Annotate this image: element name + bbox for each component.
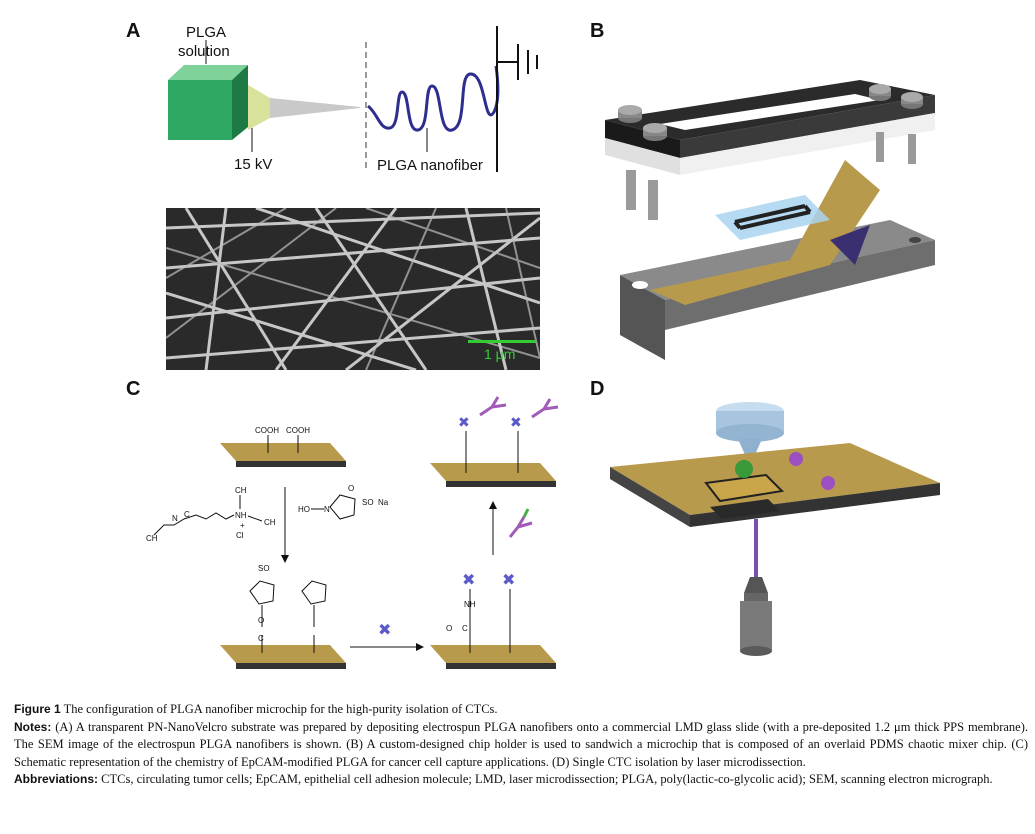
nhs-n: N [324,505,330,514]
nanofiber-substrate [650,160,880,305]
edc-cl: Cl [236,531,244,540]
panel-c-label: C [126,378,141,400]
lower-objective-icon [740,577,772,656]
edc-plus: + [240,521,245,530]
ester-1 [249,580,275,653]
syringe-block [168,65,248,140]
edc-c: C [184,510,190,519]
screw-icon [618,84,923,220]
edc-nh: NH [235,511,247,520]
plga-solution-label-line1: PLGA [186,24,227,41]
holder-top-frame [605,80,935,175]
ester-c: C [258,634,264,643]
abbrev-label: Abbreviations: [14,772,99,786]
notes-label: Notes: [14,719,52,734]
antibody-icon [479,396,559,538]
nhs-ho: HO [298,505,310,514]
cooh-label-2: COOH [286,426,310,435]
substrate-tile [220,443,556,669]
cooh-label-1: COOH [255,426,279,435]
notes-text: (A) A transparent PN-NanoVelcro substrat… [14,719,1028,769]
figure-title: The configuration of PLGA nanofiber micr… [63,702,498,716]
svg-text:✖: ✖ [462,572,475,589]
amide-c: C [462,624,468,633]
pdms-chip [715,195,830,240]
panel-a-label: A [126,20,141,42]
nhs-o: O [348,484,354,493]
svg-text:✖: ✖ [458,414,470,430]
caption-abbreviations: Abbreviations: CTCs, circulating tumor c… [14,771,1028,789]
nanofiber-coil [366,65,500,132]
objective-lens-icon [716,402,784,457]
ground-icon [496,26,538,172]
abbrev-text: CTCs, circulating tumor cells; EpCAM, ep… [101,772,993,786]
edc-ch3-right: CH [264,518,276,527]
ester-2 [301,580,327,653]
edc-ch3-top: CH [235,486,247,495]
plga-solution-label-line2: solution [178,43,230,60]
caption-notes: Notes: (A) A transparent PN-NanoVelcro s… [14,719,1028,772]
svg-text:✖: ✖ [510,414,522,430]
glass-slide [610,443,940,527]
caption-title-line: Figure 1 The configuration of PLGA nanof… [14,701,1028,719]
panel-d-label: D [590,378,605,400]
sem-image [166,208,540,370]
figure-label: Figure 1 [14,702,61,716]
laser-microdissection-diagram [610,402,940,656]
figure-caption: Figure 1 The configuration of PLGA nanof… [14,701,1028,789]
nhs-na: Na [378,498,389,507]
edc-n: N [172,514,178,523]
svg-text:✖: ✖ [502,572,515,589]
nozzle [248,85,360,130]
chip-holder-diagram [605,80,935,360]
panel-b-label: B [590,20,605,42]
nanofiber-label: PLGA nanofiber [377,157,483,174]
ester-o: O [258,616,264,625]
ester-so3na: SO [258,564,270,573]
cell-icon [735,452,835,490]
amide-nh: NH [464,600,476,609]
edc-ch3-left: CH [146,534,158,543]
amide-o: O [446,624,452,633]
epcam-cross-icon: ✖ ✖ ✖ ✖ ✖ [378,414,522,639]
svg-text:✖: ✖ [378,622,391,639]
electrospinning-diagram [168,26,538,172]
voltage-label: 15 kV [234,156,273,173]
nhs-so3na: SO [362,498,374,507]
scale-bar [468,340,536,343]
scale-bar-label: 1 μm [484,346,516,362]
chemistry-scheme: COOH COOH CH NH + Cl N C CH CH HO N SO N… [146,396,559,669]
